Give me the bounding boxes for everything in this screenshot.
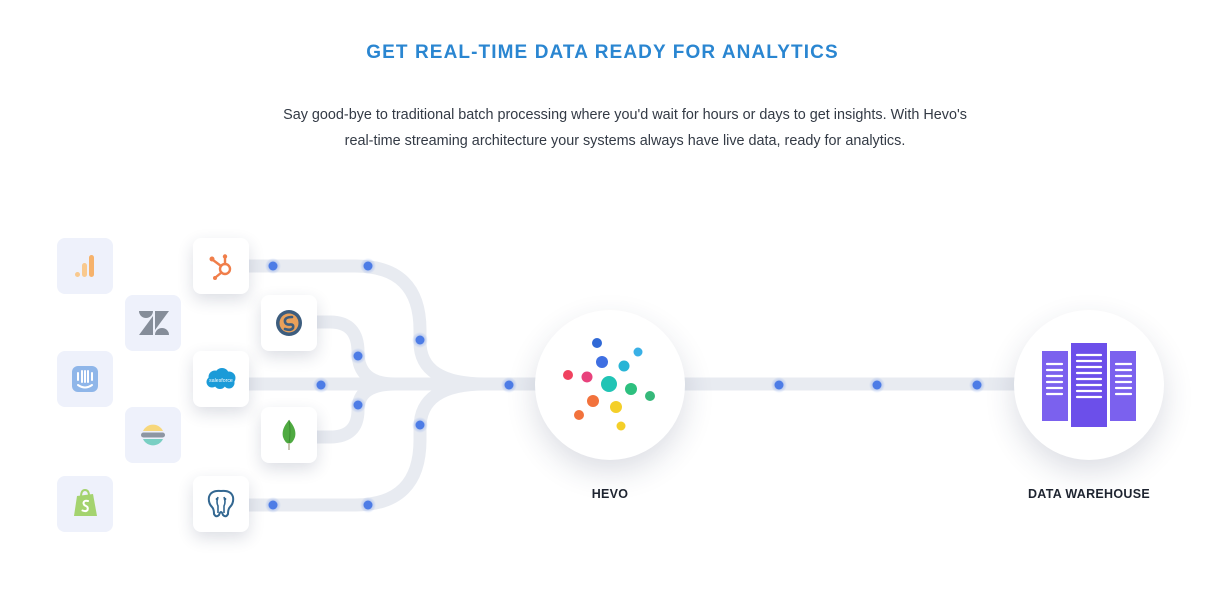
source-tile-intercom [57, 351, 113, 407]
pipe-postgresql [241, 377, 492, 512]
data-packet [972, 380, 982, 390]
source-tile-shopify [57, 476, 113, 532]
source-tile-elasticsearch [125, 407, 181, 463]
data-packet [415, 420, 425, 430]
google-analytics-icon [75, 255, 94, 277]
data-packet [363, 261, 373, 271]
data-warehouse-icon [1042, 343, 1136, 427]
hevo-label: HEVO [591, 487, 629, 501]
source-card-postgresql[interactable] [193, 476, 249, 532]
data-packet [774, 380, 784, 390]
subtitle-line-2: real-time streaming architecture your sy… [344, 133, 906, 149]
postgresql-icon [207, 489, 235, 518]
source-card-hubspot[interactable] [193, 238, 249, 294]
data-packet [316, 380, 326, 390]
page-title: GET REAL-TIME DATA READY FOR ANALYTICS [366, 42, 839, 63]
data-packet [353, 351, 363, 361]
data-packet [268, 500, 278, 510]
data-packet [415, 335, 425, 345]
elasticsearch-icon [141, 424, 165, 446]
shopify-icon [74, 489, 97, 516]
data-packet [504, 380, 514, 390]
source-tile-zendesk [125, 295, 181, 351]
hubspot-icon [209, 254, 232, 280]
source-card-salesforce[interactable]: salesforce [193, 351, 249, 407]
data-packet [268, 261, 278, 271]
hevo-logo-icon [563, 338, 655, 431]
subtitle-line-1: Say good-bye to traditional batch proces… [283, 107, 967, 123]
source-card-mysql[interactable] [261, 295, 317, 351]
salesforce-logo-text: salesforce [209, 378, 233, 384]
zendesk-icon [139, 311, 169, 335]
page-subtitle: Say good-bye to traditional batch proces… [252, 102, 998, 154]
data-packet [363, 500, 373, 510]
hevo-node[interactable] [535, 310, 685, 460]
source-card-mongodb[interactable] [261, 407, 317, 463]
data-packet [872, 380, 882, 390]
warehouse-node[interactable] [1014, 310, 1164, 460]
intercom-icon [72, 366, 98, 392]
source-tile-google-analytics [57, 238, 113, 294]
warehouse-label: DATA WAREHOUSE [1027, 487, 1151, 501]
salesforce-icon: salesforce [206, 368, 236, 389]
mongodb-icon [282, 419, 296, 450]
data-packet [353, 400, 363, 410]
mysql-icon [276, 310, 302, 336]
